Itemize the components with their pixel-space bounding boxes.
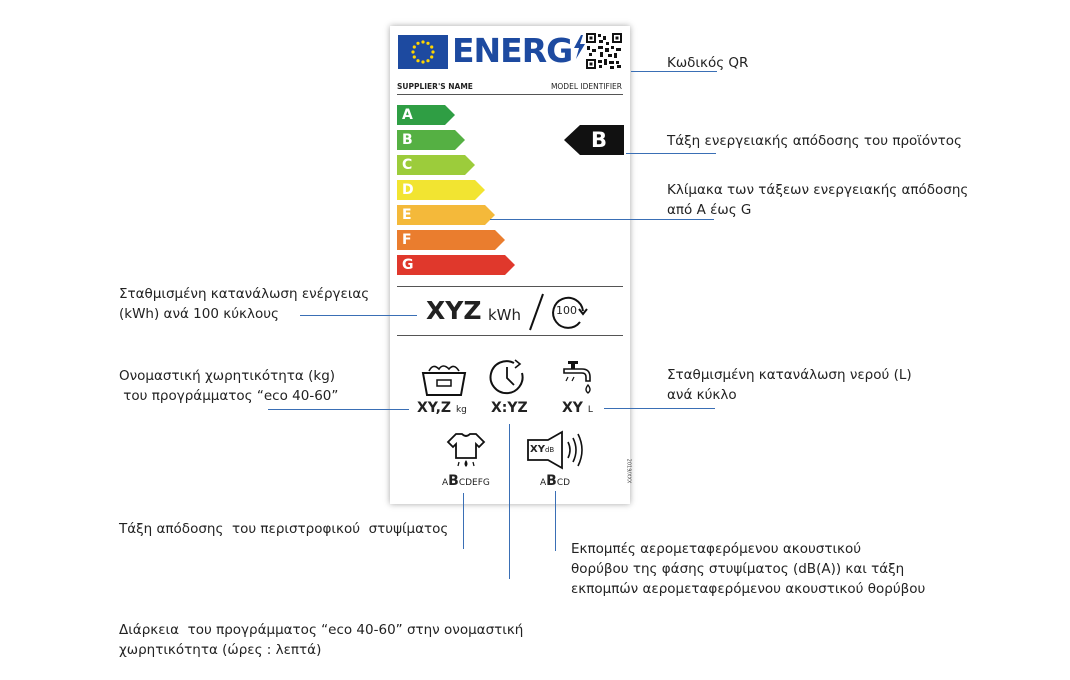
annotation-qr: Κωδικός QR: [667, 55, 749, 71]
annotation-water: Σταθμισμένη κατανάλωση νερού (L)ανά κύκλ…: [667, 367, 912, 403]
scale-class-letter: D: [402, 182, 414, 198]
energy-value: XYZ: [426, 296, 482, 325]
laundry-basket-icon: [421, 365, 467, 396]
water-connector: [604, 408, 715, 409]
lightning-icon: [574, 35, 586, 59]
energy-connector: [300, 315, 417, 316]
spin-shirt-icon: [446, 433, 486, 467]
scale-class-c: C: [397, 155, 475, 175]
water-tap-icon: [563, 361, 591, 394]
annotation-energy: Σταθμισμένη κατανάλωση ενέργειας(kWh) αν…: [119, 286, 370, 322]
scale-class-d: D: [397, 180, 485, 200]
clock-icon: [489, 359, 524, 395]
scale-class-e: E: [397, 205, 495, 225]
slash-divider: [529, 293, 544, 331]
capacity-connector: [268, 409, 409, 410]
model-identifier: MODEL IDENTIFIER: [550, 82, 622, 91]
spin-connector: [463, 493, 464, 549]
eu-flag-icon: [398, 35, 448, 69]
divider: [397, 335, 623, 336]
divider: [397, 94, 623, 95]
scale-class-letter: F: [402, 232, 412, 248]
annotation-capacity: Ονομαστική χωρητικότητα (kg) του προγράμ…: [119, 368, 339, 404]
scale-class-f: F: [397, 230, 505, 250]
scale-class-b: B: [397, 130, 465, 150]
speaker-icon: [527, 430, 583, 470]
annotation-spin: Τάξη απόδοσης του περιστροφικού στυψίματ…: [119, 521, 449, 537]
cycles-value: 100: [556, 304, 577, 317]
duration-value: X:YZ: [491, 400, 528, 416]
regulation-reference: 2019/XXX: [625, 458, 632, 484]
divider: [397, 286, 623, 287]
scale-class-letter: B: [402, 132, 413, 148]
annotation-duration: Διάρκεια του προγράμματος “eco 40-60” στ…: [119, 622, 524, 658]
scale-class-g: G: [397, 255, 515, 275]
capacity-value-wrap: XY,Z kg: [417, 400, 467, 416]
supplier-name: SUPPLIER'S NAME: [397, 82, 473, 91]
capacity-unit: kg: [455, 405, 467, 415]
energy-unit: kWh: [488, 306, 522, 324]
product-class-letter: B: [591, 128, 608, 152]
noise-class-scale: ABCD: [540, 473, 571, 489]
scale-class-a: A: [397, 105, 455, 125]
cycles-icon: 100: [550, 294, 590, 330]
energy-title: ENERG: [452, 31, 586, 70]
scale-connector: [490, 219, 714, 220]
water-value-wrap: XY L: [562, 400, 593, 416]
scale-class-letter: C: [402, 157, 413, 173]
qr-connector: [631, 71, 717, 72]
duration-connector: [509, 424, 510, 579]
water-value: XY: [562, 400, 583, 416]
noise-connector: [555, 491, 556, 551]
class-connector: [626, 153, 716, 154]
scale-class-letter: G: [402, 257, 414, 273]
annotation-product-class: Τάξη ενεργειακής απόδοσης του προϊόντος: [667, 133, 962, 149]
energy-label: ENERG SUPPLIER'S NAME MODEL IDENTIFIER A…: [390, 26, 632, 504]
scale-class-letter: A: [402, 107, 413, 123]
capacity-value: XY,Z: [417, 400, 452, 416]
qr-code-icon: [586, 33, 622, 69]
product-class-arrow: B: [564, 125, 624, 155]
scale-class-letter: E: [402, 207, 412, 223]
noise-db-label: XYdB: [530, 444, 555, 455]
water-unit: L: [587, 405, 593, 415]
spin-class-scale: ABCDEFG: [442, 473, 490, 489]
